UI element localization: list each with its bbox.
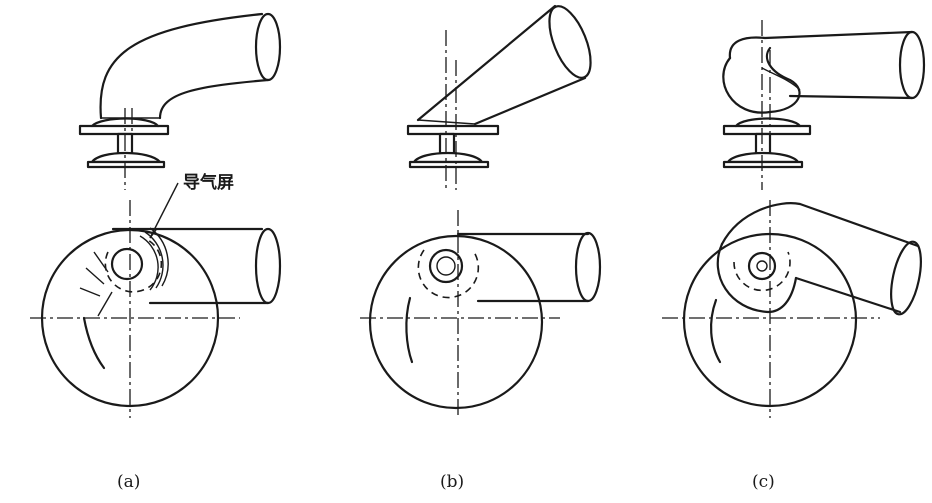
panel-b-side-view <box>406 4 592 190</box>
panel-a: 导气屏 (a) <box>30 12 282 492</box>
panel-a-side-view <box>78 12 282 190</box>
caption-b: (b) <box>440 472 464 492</box>
panel-a-plan-view <box>30 200 282 418</box>
deflector-annotation: 导气屏 <box>149 172 234 239</box>
panel-b: (b) <box>360 4 602 492</box>
panel-b-plan-view <box>360 210 602 418</box>
deflector-label: 导气屏 <box>183 172 234 193</box>
panel-c: (c) <box>662 20 926 492</box>
panel-c-plan-view <box>662 200 922 418</box>
panel-c-side-view <box>722 20 926 190</box>
caption-a: (a) <box>117 472 140 492</box>
caption-c: (c) <box>752 472 775 492</box>
